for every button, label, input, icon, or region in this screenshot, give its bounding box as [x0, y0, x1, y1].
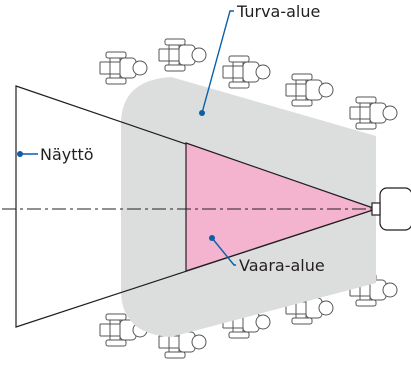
- danger-zone: [185, 142, 378, 272]
- seated-person-icon: [158, 38, 207, 72]
- projector-icon: [371, 187, 411, 231]
- seated-person-icon: [349, 96, 398, 130]
- danger-zone-label: Vaara-alue: [239, 256, 325, 275]
- screen-label: Näyttö: [40, 145, 94, 164]
- seated-person-icon: [285, 73, 334, 107]
- label-leaders: [17, 10, 236, 266]
- seated-person-icon: [99, 51, 148, 85]
- seated-person-icon: [222, 55, 271, 89]
- safety-zone-label: Turva-alue: [236, 2, 320, 21]
